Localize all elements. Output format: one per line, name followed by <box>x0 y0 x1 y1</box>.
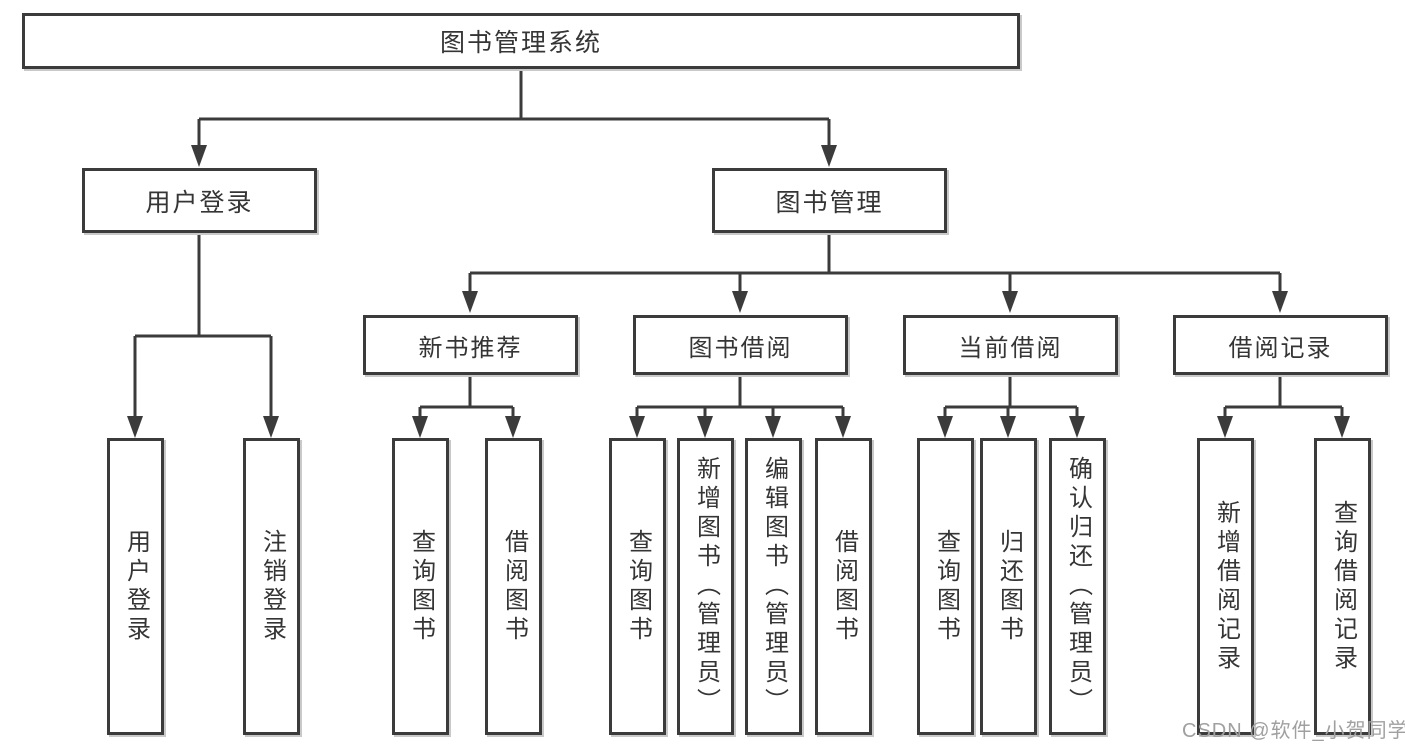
leaf-current-confirm-return-admin: 确认归还（管理员） <box>1049 438 1106 735</box>
leaf-current-query-books: 查询图书 <box>917 438 974 735</box>
arrowhead-icon <box>412 416 428 438</box>
node-new-book-recommend: 新书推荐 <box>363 315 578 375</box>
node-label: 查询借阅记录 <box>1329 499 1357 674</box>
node-label: 用户登录 <box>122 528 150 645</box>
arrowhead-icon <box>505 416 521 438</box>
leaf-newbooks-query-books: 查询图书 <box>392 438 449 735</box>
arrowhead-icon <box>1000 416 1016 438</box>
node-label: 查询图书 <box>932 528 960 645</box>
node-label: 新书推荐 <box>418 334 523 362</box>
node-borrow-records: 借阅记录 <box>1173 315 1388 375</box>
arrowhead-icon <box>732 291 748 313</box>
leaf-logout: 注销登录 <box>243 438 300 735</box>
arrowhead-icon <box>1334 416 1350 438</box>
leaf-user-login: 用户登录 <box>107 438 164 735</box>
arrowhead-icon <box>462 291 478 313</box>
leaf-borrow-edit-book-admin: 编辑图书（管理员） <box>745 438 802 735</box>
arrowhead-icon <box>629 416 645 438</box>
leaf-borrow-borrow-books: 借阅图书 <box>815 438 872 735</box>
leaf-records-add-record: 新增借阅记录 <box>1197 438 1254 735</box>
arrowhead-icon <box>937 416 953 438</box>
watermark: CSDN @软件_小贺同学 <box>1182 720 1405 742</box>
node-user-login: 用户登录 <box>82 168 317 233</box>
node-root-system: 图书管理系统 <box>22 13 1020 69</box>
arrowhead-icon <box>263 416 279 438</box>
tree-connector-path <box>133 69 1344 417</box>
node-label: 编辑图书（管理员） <box>760 456 788 717</box>
node-label: 当前借阅 <box>958 334 1063 362</box>
leaf-borrow-add-book-admin: 新增图书（管理员） <box>677 438 734 735</box>
arrowhead-icon <box>1272 291 1288 313</box>
leaf-current-return-book: 归还图书 <box>980 438 1037 735</box>
arrowhead-icon <box>821 145 837 167</box>
arrowhead-icon <box>127 416 143 438</box>
node-label: 借阅记录 <box>1228 334 1333 362</box>
arrowhead-icon <box>697 416 713 438</box>
node-label: 图书借阅 <box>688 334 793 362</box>
node-label: 查询图书 <box>407 528 435 645</box>
leaf-newbooks-borrow-books: 借阅图书 <box>485 438 542 735</box>
leaf-borrow-query-books: 查询图书 <box>609 438 666 735</box>
arrowhead-icon <box>1002 291 1018 313</box>
node-book-borrow: 图书借阅 <box>633 315 848 375</box>
node-label: 借阅图书 <box>500 528 528 645</box>
node-label: 新增图书（管理员） <box>692 456 720 717</box>
arrowhead-icon <box>835 416 851 438</box>
arrowhead-icon <box>191 145 207 167</box>
node-label: 借阅图书 <box>830 528 858 645</box>
node-book-management: 图书管理 <box>712 168 947 233</box>
node-label: 新增借阅记录 <box>1212 499 1240 674</box>
node-label: 用户登录 <box>145 188 254 217</box>
node-current-borrow: 当前借阅 <box>903 315 1118 375</box>
arrowhead-icon <box>765 416 781 438</box>
node-label: 查询图书 <box>624 528 652 645</box>
node-label: 图书管理 <box>775 188 884 217</box>
arrowhead-icon <box>1217 416 1233 438</box>
node-label: 归还图书 <box>995 528 1023 645</box>
leaf-records-query-record: 查询借阅记录 <box>1314 438 1371 735</box>
node-label: 图书管理系统 <box>439 29 602 57</box>
arrowhead-icon <box>1069 416 1085 438</box>
node-label: 确认归还（管理员） <box>1064 456 1092 717</box>
node-label: 注销登录 <box>258 528 286 645</box>
